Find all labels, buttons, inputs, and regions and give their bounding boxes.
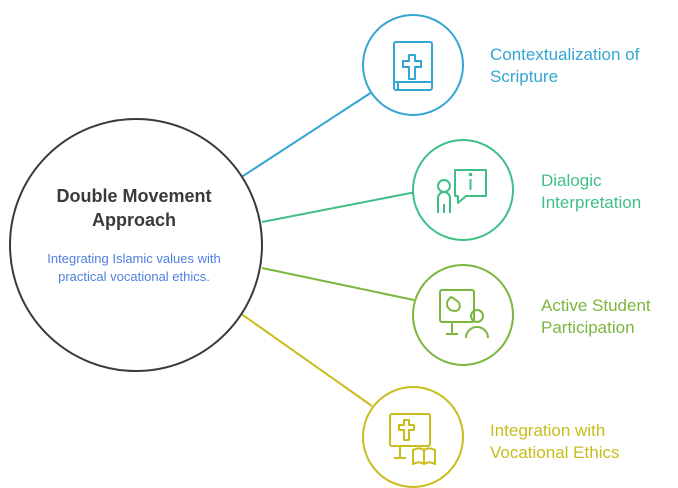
item-label-vocational-ethics: Integration with Vocational Ethics (490, 421, 620, 462)
student-presentation-icon (439, 289, 489, 339)
center-description: Integrating Islamic values with practica… (47, 251, 221, 284)
connector-line-2 (261, 267, 415, 301)
item-circle-2 (412, 264, 514, 366)
connector-line-1 (261, 191, 417, 223)
person-info-bubble-icon (437, 169, 487, 213)
center-circle (9, 118, 263, 372)
item-label-active-participation: Active Student Participation (541, 296, 651, 337)
bible-cross-icon (393, 41, 433, 91)
item-label-contextualization: Contextualization of Scripture (490, 45, 640, 86)
connector-line-0 (239, 91, 373, 179)
monitor-cross-book-icon (389, 413, 436, 465)
item-circle-1 (412, 139, 514, 241)
item-circle-3 (362, 386, 464, 488)
item-label-dialogic: Dialogic Interpretation (541, 171, 642, 212)
center-title: Double Movement Approach (56, 186, 212, 230)
connector-line-3 (239, 312, 373, 407)
item-circle-0 (362, 14, 464, 116)
